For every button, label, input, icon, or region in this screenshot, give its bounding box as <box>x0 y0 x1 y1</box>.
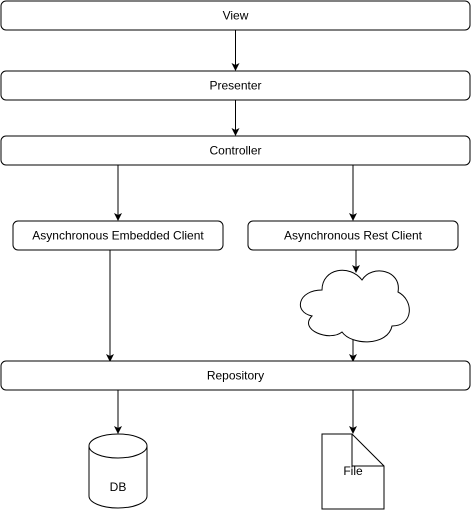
file-label: File <box>343 464 363 478</box>
embedded-client-node[interactable]: Asynchronous Embedded Client <box>12 220 224 251</box>
repository-node[interactable]: Repository <box>0 360 471 391</box>
presenter-label: Presenter <box>209 79 261 93</box>
rest-client-node[interactable]: Asynchronous Rest Client <box>247 220 459 251</box>
embedded-client-label: Asynchronous Embedded Client <box>32 229 204 243</box>
cloud-shape <box>299 269 410 343</box>
controller-node[interactable]: Controller <box>0 135 471 166</box>
controller-label: Controller <box>209 144 261 158</box>
file-document[interactable]: File <box>321 433 385 510</box>
view-label: View <box>223 9 249 23</box>
rest-client-label: Asynchronous Rest Client <box>284 229 423 243</box>
db-label: DB <box>110 480 127 494</box>
repository-label: Repository <box>207 369 264 383</box>
presenter-node[interactable]: Presenter <box>0 70 471 101</box>
view-node[interactable]: View <box>0 0 471 31</box>
db-cylinder[interactable]: DB <box>88 433 148 509</box>
